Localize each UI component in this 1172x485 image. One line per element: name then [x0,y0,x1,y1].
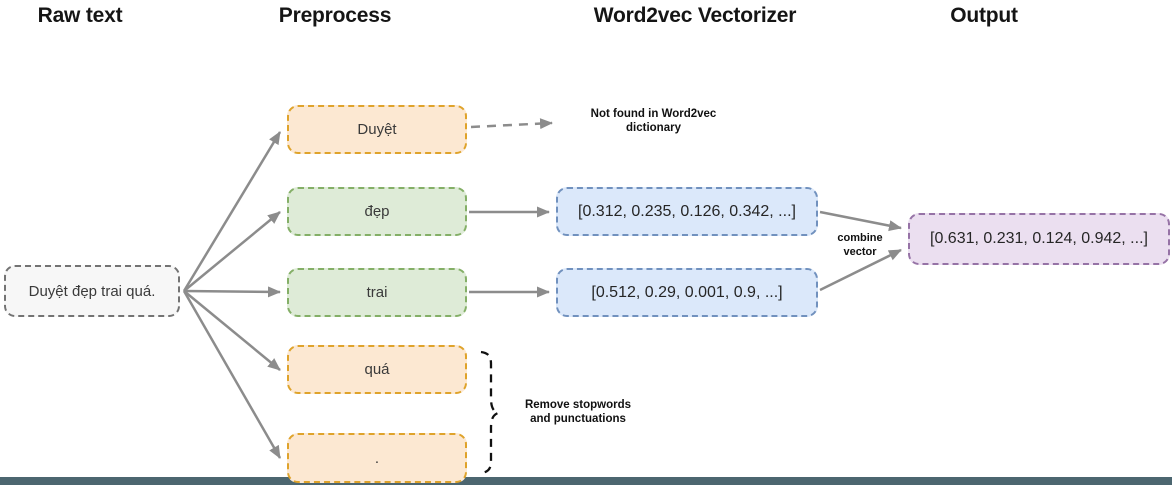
node-raw-sentence: Duyệt đẹp trai quá. [4,265,180,317]
node-token-qua: quá [287,345,467,394]
node-token-period: . [287,433,467,483]
arrow-duyet-to-notfound [470,118,553,130]
column-header-output: Output [950,4,1018,27]
column-header-word2vec-vectorizer: Word2vec Vectorizer [593,4,797,27]
node-token-dep: đẹp [287,187,467,236]
arrow-raw-to-duyet [182,131,282,292]
bottom-bar [0,477,1172,485]
note-not-found-in-dictionary: Not found in Word2vec dictionary [590,108,717,134]
stopwords-brace [480,350,502,475]
column-header-preprocess: Preprocess [278,4,392,27]
column-header-raw-text: Raw text [37,4,123,27]
label-combine-vector: combine vector [837,232,883,258]
arrow-raw-to-trai [183,286,281,298]
arrow-vector1-to-output [819,210,902,232]
arrow-raw-to-qua [183,290,281,371]
arrow-raw-to-period [182,290,282,459]
node-output-vector: [0.631, 0.231, 0.124, 0.942, ...] [908,213,1170,265]
node-token-trai: trai [287,268,467,317]
arrow-vector2-to-output [819,248,902,292]
note-remove-stopwords: Remove stopwords and punctuations [524,399,632,425]
node-vector-dep: [0.312, 0.235, 0.126, 0.342, ...] [556,187,818,236]
arrow-raw-to-dep [183,211,281,292]
node-token-duyet: Duyệt [287,105,467,154]
node-vector-trai: [0.512, 0.29, 0.001, 0.9, ...] [556,268,818,317]
